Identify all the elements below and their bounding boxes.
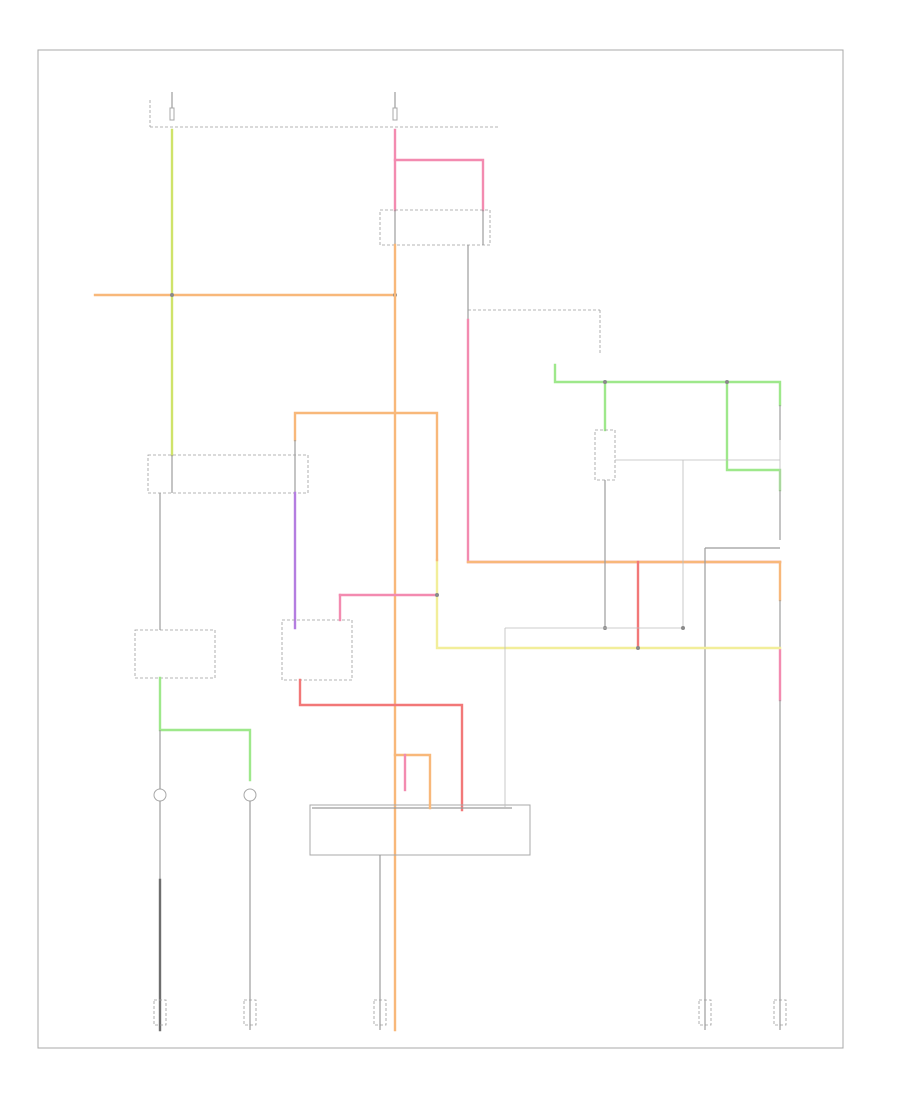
wire-red-lower [298,678,464,812]
wire-pink-long [466,318,782,564]
wire-yellow-horizontal [435,558,782,650]
headlight-relay [379,209,491,246]
fuse-right [392,92,398,121]
dimmer-relay [281,619,353,681]
ground-4 [698,999,712,1026]
wire-orange-loop [293,411,439,562]
bulb-left-2 [243,788,257,1030]
bulb-left-1 [153,730,167,880]
ground-5 [773,999,787,1026]
fuse-left [169,92,175,121]
wire-green-lower [158,676,252,782]
ground-3 [373,999,387,1026]
wire-green-top [553,363,782,407]
dimmer-component [594,429,616,481]
headlight-switch [309,804,531,856]
ground-2 [243,999,257,1026]
diagram-frame [37,49,844,1049]
light-switch-left [134,629,216,679]
ground-1 [153,999,167,1026]
wire-pink-branch [393,158,485,212]
combination-switch [147,454,309,494]
